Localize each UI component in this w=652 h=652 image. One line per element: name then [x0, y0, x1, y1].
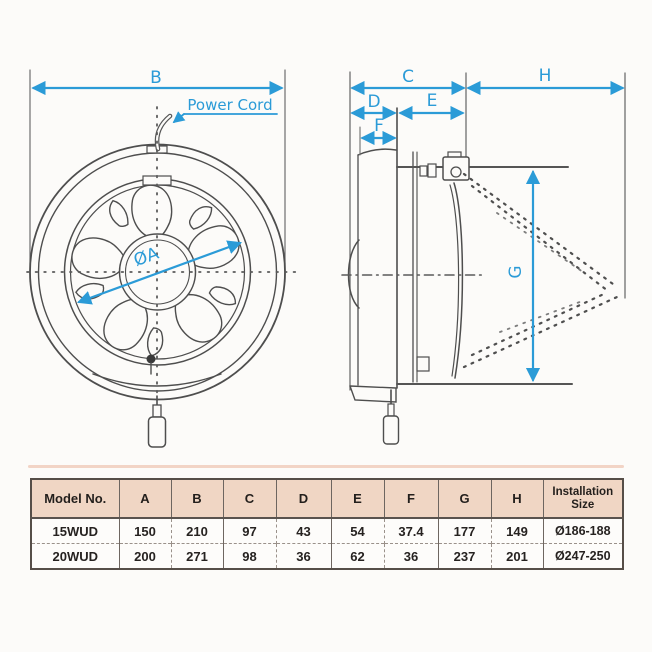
installation-size-cell: Ø186-188 — [542, 518, 623, 544]
dim-g-label: G — [506, 265, 526, 278]
bottom-lip — [92, 373, 222, 387]
value-cell: 149 — [490, 518, 543, 544]
model-cell: 15WUD — [52, 523, 98, 539]
dim-h-label: H — [539, 66, 552, 86]
pull-cord-handle — [147, 416, 167, 448]
dim-a-arrow — [76, 240, 243, 305]
pull-cord-neck — [152, 404, 162, 418]
front-view: B Power Cord ØA — [26, 68, 300, 448]
power-cord-core — [155, 114, 172, 151]
value-cell: 98 — [222, 543, 276, 569]
dim-d-label: D — [367, 92, 380, 112]
shaft-coupling — [419, 165, 428, 177]
dimension-table-wrap: Model No. A B C D E F G H Installation S… — [30, 478, 624, 570]
header-model-no: Model No. — [31, 479, 119, 519]
table-header-row: Model No. A B C D E F G H Installation S… — [31, 479, 623, 519]
dimensions-table: Model No. A B C D E F G H Installation S… — [30, 478, 624, 570]
header-f: F — [383, 479, 438, 519]
value-cell: 36 — [383, 543, 438, 569]
motor-housing — [442, 156, 470, 181]
value-cell: 237 — [437, 543, 491, 569]
header-g: G — [437, 479, 491, 519]
cover-top — [357, 148, 397, 156]
dim-f-label: F — [374, 116, 384, 136]
value-cell: 43 — [275, 518, 331, 544]
value-cell: 177 — [437, 518, 491, 544]
cover-bottom — [349, 385, 397, 403]
airflow-dots — [462, 172, 619, 369]
shaft-coupling — [427, 163, 437, 178]
value-cell: 97 — [222, 518, 276, 544]
dim-e-label: E — [427, 91, 438, 111]
pull-cord-neck — [387, 403, 395, 417]
header-b: B — [170, 479, 223, 519]
header-h: H — [490, 479, 543, 519]
value-cell: 210 — [170, 518, 223, 544]
technical-drawing: B Power Cord ØA — [26, 66, 626, 448]
dim-c-label: C — [402, 67, 414, 87]
power-cord-leader — [172, 111, 186, 124]
header-e: E — [330, 479, 384, 519]
value-cell: 37.4 — [383, 518, 438, 544]
table-row: 20WUD 200 271 98 36 62 36 237 201 Ø247-2… — [31, 543, 623, 569]
power-cord-label: Power Cord — [187, 96, 272, 114]
motor-shaft — [450, 166, 462, 178]
table-row: 15WUD 150 210 97 43 54 37.4 177 149 Ø186… — [31, 518, 623, 544]
pull-cord-handle — [382, 415, 400, 445]
header-c: C — [222, 479, 276, 519]
value-cell: 54 — [330, 518, 384, 544]
header-installation-size: Installation Size — [542, 479, 623, 519]
dim-b-label: B — [150, 68, 162, 88]
side-view: C H D E F G — [341, 66, 626, 445]
value-cell: 201 — [490, 543, 543, 569]
header-a: A — [118, 479, 171, 519]
oscillator-knob — [146, 354, 156, 364]
accent-divider — [28, 465, 624, 468]
installation-size-cell: Ø247-250 — [542, 543, 623, 569]
value-cell: 271 — [170, 543, 223, 569]
duct-bracket — [416, 356, 430, 372]
blade-profile — [453, 182, 464, 379]
value-cell: 36 — [275, 543, 331, 569]
header-d: D — [275, 479, 331, 519]
value-cell: 150 — [118, 518, 171, 544]
value-cell: 200 — [118, 543, 171, 569]
model-cell: 20WUD — [31, 543, 119, 569]
blade-profile — [449, 184, 460, 377]
value-cell: 62 — [330, 543, 384, 569]
